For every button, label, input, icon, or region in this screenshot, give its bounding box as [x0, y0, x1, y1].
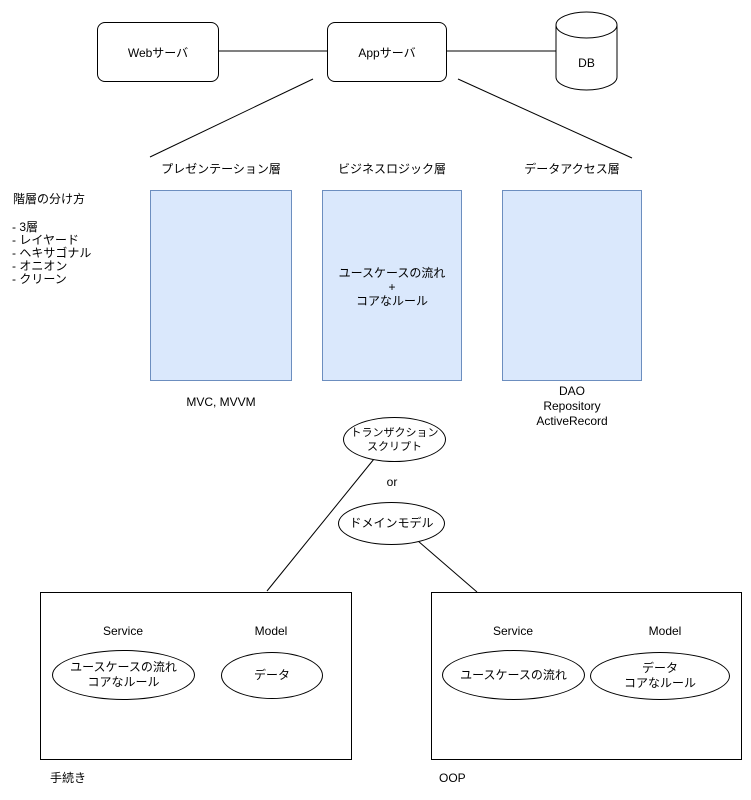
edge-domain-to-oop — [417, 540, 478, 593]
oop-model-ellipse-line: データ — [641, 661, 678, 675]
procedural-model-ellipse-line: データ — [253, 668, 290, 682]
data-access-caption: DAO Repository ActiveRecord — [502, 384, 642, 429]
sidebar-item: - クリーン — [12, 272, 67, 286]
business-content-line: ユースケースの流れ — [338, 266, 446, 280]
edge-app-to-dataaccess — [457, 78, 633, 159]
oop-caption: OOP — [439, 771, 466, 785]
web-server-label: Webサーバ — [127, 45, 189, 60]
domain-model-label: ドメインモデル — [349, 516, 434, 530]
data-access-caption-line: Repository — [543, 399, 601, 413]
db-label: DB — [578, 56, 595, 70]
data-access-layer-heading: データアクセス層 — [524, 162, 620, 176]
data-access-caption-line: DAO — [558, 384, 585, 398]
business-content-line: + — [388, 280, 396, 294]
sidebar-list: - 3層 - レイヤード - ヘキサゴナル - オニオン - クリーン — [12, 221, 91, 286]
presentation-layer-heading: プレゼンテーション層 — [161, 162, 281, 176]
transaction-script-line: スクリプト — [367, 440, 422, 453]
presentation-caption: MVC, MVVM — [186, 395, 256, 409]
presentation-layer-box — [150, 190, 292, 381]
edge-transaction-to-procedural — [266, 458, 375, 592]
oop-model-ellipse-line: コアなルール — [623, 676, 696, 690]
business-layer-heading: ビジネスロジック層 — [337, 162, 446, 176]
business-content-line: コアなルール — [355, 294, 428, 308]
db-cylinder — [555, 11, 618, 91]
oop-service-label: Service — [492, 624, 533, 638]
data-access-caption-line: ActiveRecord — [536, 414, 608, 428]
procedural-caption: 手続き — [50, 771, 87, 785]
db-cylinder-top-arc — [555, 24, 618, 39]
procedural-model-label: Model — [254, 624, 288, 638]
node-web-server: Webサーバ — [97, 22, 219, 82]
procedural-service-ellipse-line: コアなルール — [87, 675, 160, 689]
oop-service-ellipse: ユースケースの流れ — [442, 650, 585, 700]
data-access-layer-box — [502, 190, 642, 381]
procedural-service-ellipse: ユースケースの流れ コアなルール — [52, 650, 195, 700]
procedural-service-label: Service — [102, 624, 143, 638]
sidebar-item: - オニオン — [12, 259, 68, 273]
sidebar-item: - ヘキサゴナル — [12, 246, 92, 260]
business-layer-box — [322, 190, 462, 381]
node-app-server: Appサーバ — [327, 22, 447, 82]
app-server-label: Appサーバ — [358, 45, 416, 60]
procedural-service-ellipse-line: ユースケースの流れ — [70, 660, 177, 674]
sidebar-item: - レイヤード — [12, 233, 79, 247]
oop-service-ellipse-line: ユースケースの流れ — [460, 667, 567, 682]
domain-model-ellipse: ドメインモデル — [338, 502, 445, 545]
transaction-script-ellipse: トランザクション スクリプト — [343, 417, 446, 462]
business-layer-content: ユースケースの流れ + コアなルール — [322, 266, 462, 308]
procedural-model-ellipse: データ — [221, 652, 323, 699]
transaction-script-line: トランザクション — [350, 426, 439, 439]
oop-model-ellipse: データ コアなルール — [590, 652, 730, 700]
edge-app-to-presentation — [149, 78, 314, 158]
sidebar-item: - 3層 — [12, 220, 39, 234]
sidebar-title: 階層の分け方 — [13, 192, 86, 206]
oop-model-label: Model — [648, 624, 682, 638]
or-label: or — [386, 475, 398, 489]
